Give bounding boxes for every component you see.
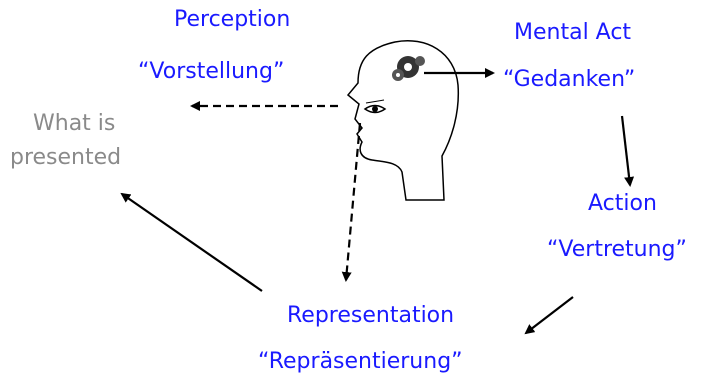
eye-icon xyxy=(363,99,387,114)
arrow-to-what-presented xyxy=(120,192,263,292)
arrow-action-to-representation xyxy=(524,296,574,335)
representation-subtitle: “Repräsentierung” xyxy=(258,349,463,374)
what-presented-line1: What is xyxy=(33,111,116,136)
perception-subtitle: “Vorstellung” xyxy=(138,59,285,84)
mental-act-title: Mental Act xyxy=(514,20,632,45)
action-title: Action xyxy=(588,191,657,216)
head-profile-icon xyxy=(346,40,460,201)
arrow-to-action xyxy=(620,115,635,187)
what-presented-line2: presented xyxy=(10,145,122,170)
arrow-to-representation xyxy=(341,122,362,282)
mental-act-subtitle: “Gedanken” xyxy=(503,67,636,92)
action-subtitle: “Vertretung” xyxy=(547,237,687,262)
perception-title: Perception xyxy=(174,7,291,32)
gears-icon xyxy=(392,56,425,81)
representation-title: Representation xyxy=(287,303,455,328)
